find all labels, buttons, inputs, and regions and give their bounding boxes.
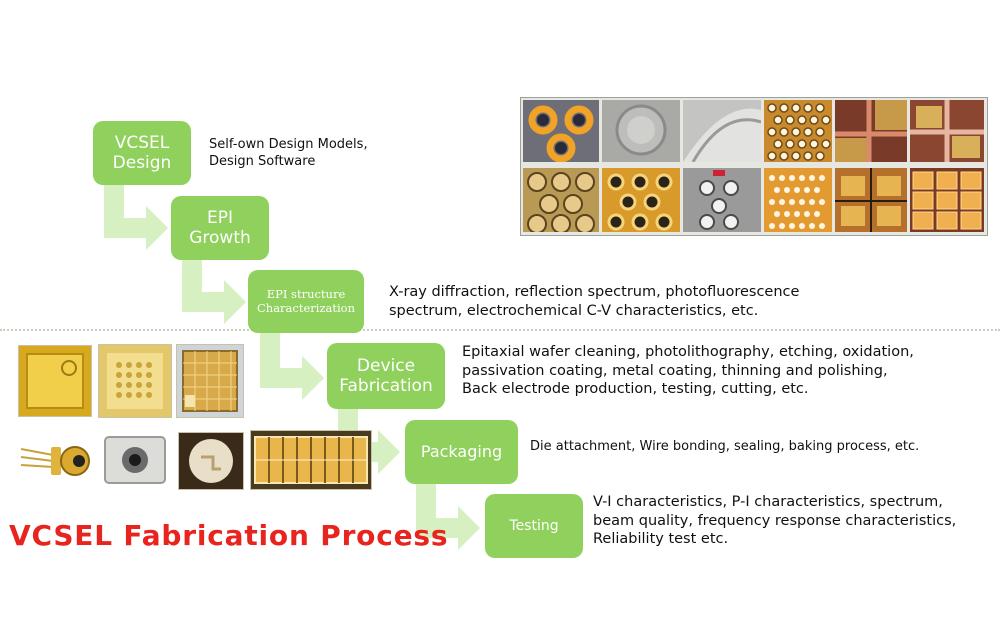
microscope-photo — [602, 168, 680, 232]
step-vcsel-design: VCSEL Design — [93, 121, 191, 185]
description-packaging: Die attachment, Wire bonding, sealing, b… — [530, 439, 920, 454]
microscope-photo — [764, 168, 832, 232]
microscope-photo-grid — [520, 97, 988, 236]
description-vcsel-design: Self-own Design Models, Design Software — [209, 137, 368, 169]
microscope-photo — [835, 100, 907, 162]
arrow-packaging-to-testing — [416, 484, 480, 550]
step-label: VCSEL Design — [112, 132, 172, 173]
microscope-photo — [602, 100, 680, 162]
step-label: Testing — [509, 517, 559, 534]
vcsel-array-package-photo — [250, 430, 372, 490]
vcsel-chip-photo — [98, 344, 172, 418]
microscope-photo — [835, 168, 907, 232]
description-epi-characterization: X-ray diffraction, reflection spectrum, … — [389, 284, 800, 319]
microscope-photo — [523, 168, 599, 232]
description-testing: V-I characteristics, P-I characteristics… — [593, 494, 957, 548]
arrow-epi-to-characterization — [182, 258, 246, 324]
description-device-fabrication: Epitaxial wafer cleaning, photolithograp… — [462, 344, 914, 398]
smd-package-photo — [98, 430, 172, 490]
step-device-fabrication: Device Fabrication — [327, 343, 445, 409]
microscope-photo — [683, 168, 761, 232]
arrow-design-to-epi — [104, 183, 168, 250]
microscope-photo — [683, 100, 761, 162]
step-epi-growth: EPI Growth — [171, 196, 269, 260]
section-divider — [0, 329, 1000, 331]
microscope-photo — [910, 168, 984, 232]
to-can-package-photo — [18, 430, 94, 490]
ceramic-package-photo — [178, 432, 244, 490]
arrow-characterization-to-fabrication — [260, 333, 324, 400]
vcsel-chip-photo — [176, 344, 244, 418]
step-label: Packaging — [420, 442, 503, 462]
step-packaging: Packaging — [405, 420, 518, 484]
microscope-photo — [910, 100, 984, 162]
step-label: EPI structure Characterization — [256, 286, 355, 315]
microscope-photo — [523, 100, 599, 162]
page-title: VCSEL Fabrication Process — [9, 519, 449, 552]
step-label: EPI Growth — [189, 207, 251, 248]
vcsel-chip-photo — [18, 345, 92, 417]
step-epi-characterization: EPI structure Characterization — [248, 270, 364, 333]
microscope-photo — [764, 100, 832, 162]
step-testing: Testing — [485, 494, 583, 558]
step-label: Device Fabrication — [339, 355, 433, 396]
